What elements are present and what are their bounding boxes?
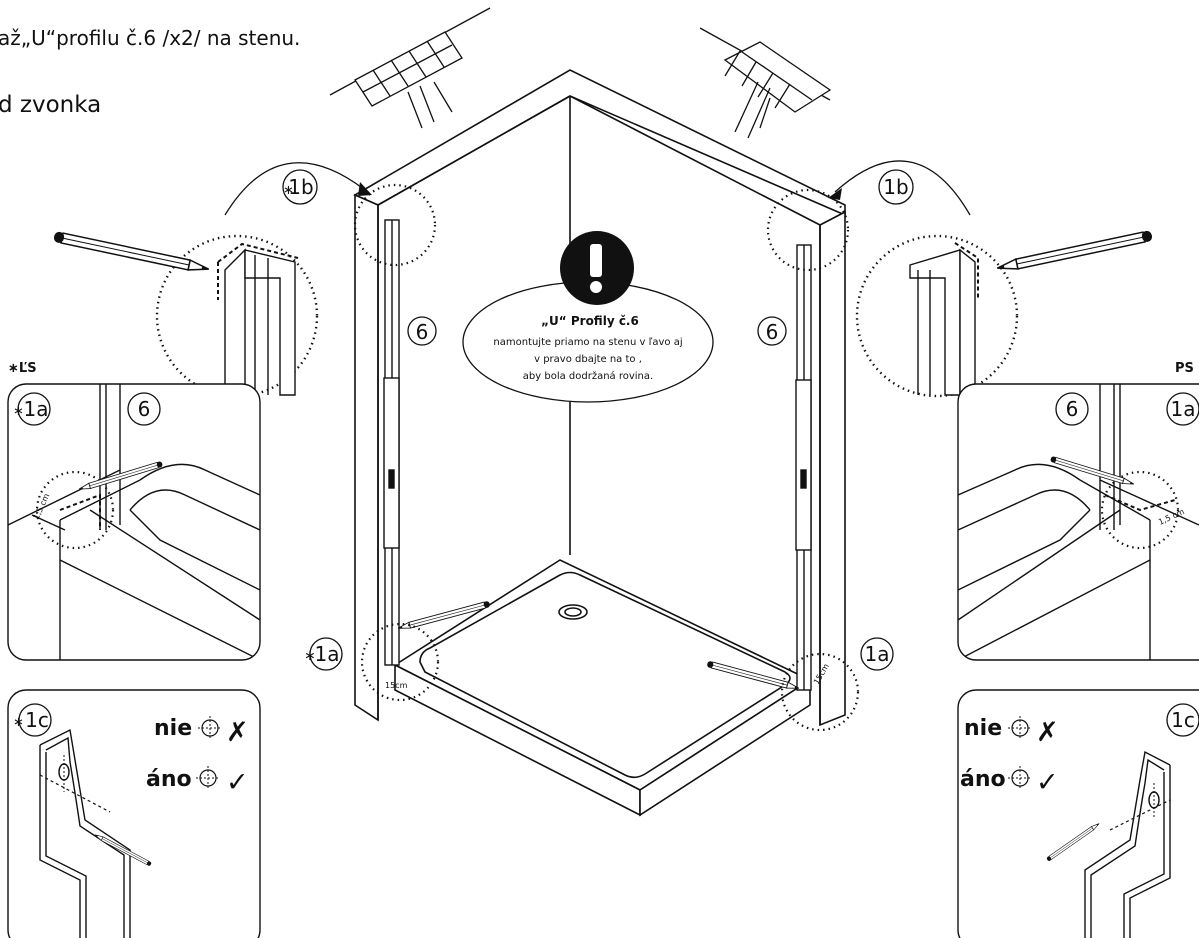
check-mark-icon: ✓	[1036, 767, 1059, 798]
svg-text:∗: ∗	[13, 715, 24, 730]
cross-mark-icon: ✗	[1036, 717, 1059, 748]
svg-text:∗: ∗	[13, 404, 24, 419]
panel-1a-left: 1,5 cm ∗ 1a 6	[7, 383, 261, 661]
svg-text:1b: 1b	[883, 175, 908, 199]
u-profile-left	[383, 219, 400, 666]
arrow-icon	[828, 188, 842, 200]
svg-text:1a: 1a	[315, 642, 340, 666]
detail-circle-bottom-left	[360, 622, 440, 702]
svg-text:1a: 1a	[865, 642, 890, 666]
arrow-icon	[358, 182, 372, 196]
warning-title: „U“ Profily č.6	[541, 314, 639, 328]
warning-line-1: namontujte priamo na stenu v ľavo aj	[493, 337, 682, 348]
svg-text:∗: ∗	[304, 648, 316, 664]
warning-line-2: v pravo dbajte na to ,	[534, 354, 642, 365]
detail-1b-right: 1b	[828, 160, 1154, 398]
panel-1c-left: ∗ 1c nie ✗ áno ✓	[7, 689, 261, 938]
svg-text:∗: ∗	[283, 183, 294, 198]
dim-15cm-left: 15cm	[385, 681, 408, 690]
tile-wall-right	[699, 27, 832, 139]
svg-text:1a: 1a	[24, 397, 49, 421]
svg-text:6: 6	[766, 320, 779, 344]
tile-wall-left	[329, 7, 491, 129]
warning-callout: „U“ Profily č.6 namontujte priamo na ste…	[462, 231, 714, 403]
step-1a-label-left: ∗ 1a	[304, 637, 343, 671]
warning-line-3: aby bola dodržaná rovina.	[523, 370, 653, 382]
u-profile-right	[795, 244, 812, 691]
svg-text:1b: 1b	[288, 175, 313, 199]
svg-text:6: 6	[138, 397, 151, 421]
detail-circle-top-left	[353, 183, 437, 267]
svg-text:6: 6	[1066, 397, 1079, 421]
detail-circle-top-right	[766, 188, 850, 272]
detail-circle-bottom-right	[780, 652, 860, 732]
label-ano: áno	[146, 767, 192, 792]
shower-tray	[393, 559, 812, 817]
check-mark-icon: ✓	[226, 767, 249, 798]
svg-text:1a: 1a	[1171, 397, 1196, 421]
panel-1a-right: 1,5 cm 6 1a	[957, 383, 1199, 661]
side-label-right: PS	[1175, 361, 1194, 376]
detail-1b-left: ∗ 1b	[52, 162, 372, 398]
svg-text:1c: 1c	[25, 708, 49, 732]
step-1a-label-right: 1a	[860, 637, 894, 671]
svg-text:1c: 1c	[1171, 708, 1195, 732]
label-ano-right: áno	[960, 767, 1006, 792]
instruction-line-2: d zvonka	[0, 92, 102, 118]
side-label-left: ∗ĽS	[8, 361, 37, 376]
panel-1c-right: 1c nie ✗ áno ✓	[957, 689, 1199, 938]
enclosure	[353, 69, 846, 727]
profile-label-left: 6	[407, 316, 437, 346]
label-nie: nie	[154, 716, 192, 741]
svg-text:6: 6	[416, 320, 429, 344]
instruction-line-1: až„U“profilu č.6 /x2/ na stenu.	[0, 26, 301, 50]
label-nie-right: nie	[964, 716, 1002, 741]
profile-label-right: 6	[757, 316, 787, 346]
cross-mark-icon: ✗	[226, 717, 249, 748]
